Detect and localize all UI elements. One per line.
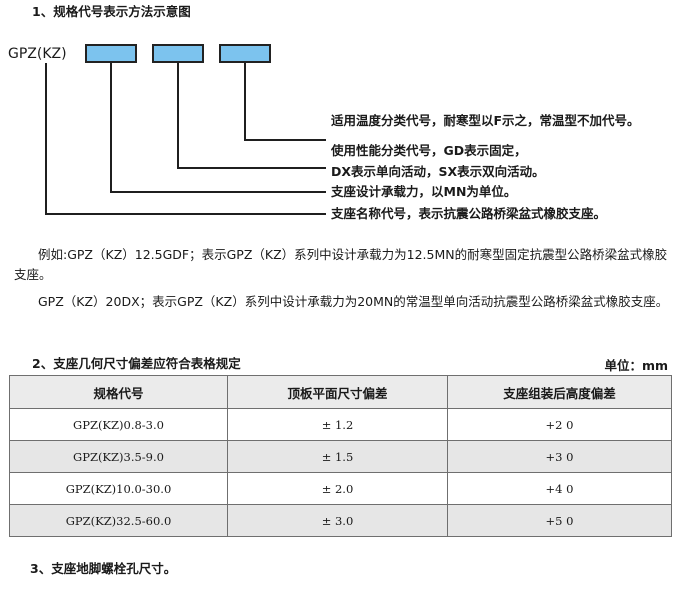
code-notation-diagram: GPZ(KZ) [0,18,680,228]
table-header-row: 规格代号 顶板平面尺寸偏差 支座组装后高度偏差 [9,375,672,409]
table-unit-label: 单位：mm [604,358,668,373]
annotation-performance-code: 使用性能分类代号，GD表示固定， [331,143,527,158]
example-paragraph-1: 例如:GPZ（KZ）12.5GDF；表示GPZ（KZ）系列中设计承载力为12.5… [14,247,668,282]
diagram-box-2 [152,44,204,63]
table-cell-height-tolerance: +2 0 [447,408,672,441]
table-column-header-plate-tolerance: 顶板平面尺寸偏差 [227,375,448,409]
page-title-section-2: 2、支座几何尺寸偏差应符合表格规定 [32,356,241,371]
table-row: GPZ(KZ)32.5-60.0 ± 3.0 +5 0 [9,504,672,537]
table-cell-spec: GPZ(KZ)32.5-60.0 [9,504,228,537]
page-title-section-3: 3、支座地脚螺栓孔尺寸。 [30,561,177,576]
table-cell-height-tolerance: +3 0 [447,440,672,473]
table-row: GPZ(KZ)3.5-9.0 ± 1.5 +3 0 [9,440,672,473]
annotation-design-load: 支座设计承载力，以MN为单位。 [331,184,517,199]
table-cell-plate-tolerance: ± 1.2 [227,408,448,441]
annotation-bearing-name-code: 支座名称代号，表示抗震公路桥梁盆式橡胶支座。 [331,206,607,221]
example-paragraph-2: GPZ（KZ）20DX；表示GPZ（KZ）系列中设计承载力为20MN的常温型单向… [38,294,669,309]
annotation-temperature-code: 适用温度分类代号，耐寒型以F示之，常温型不加代号。 [331,113,640,128]
diagram-box-3 [219,44,271,63]
table-cell-spec: GPZ(KZ)0.8-3.0 [9,408,228,441]
table-cell-plate-tolerance: ± 3.0 [227,504,448,537]
table-row: GPZ(KZ)0.8-3.0 ± 1.2 +2 0 [9,408,672,441]
table-cell-spec: GPZ(KZ)3.5-9.0 [9,440,228,473]
table-column-header-spec: 规格代号 [9,375,228,409]
page-title-section-1: 1、规格代号表示方法示意图 [32,4,191,19]
annotation-performance-code-line2: DX表示单向活动，SX表示双向活动。 [331,164,545,179]
diagram-box-1 [85,44,137,63]
leader-lines [45,63,326,215]
diagram-code-label: GPZ(KZ) [8,46,67,62]
table-cell-height-tolerance: +4 0 [447,472,672,505]
table-row: GPZ(KZ)10.0-30.0 ± 2.0 +4 0 [9,472,672,505]
table-cell-height-tolerance: +5 0 [447,504,672,537]
table-cell-plate-tolerance: ± 1.5 [227,440,448,473]
table-cell-plate-tolerance: ± 2.0 [227,472,448,505]
table-column-header-height-tolerance: 支座组装后高度偏差 [447,375,672,409]
tolerance-table: 规格代号 顶板平面尺寸偏差 支座组装后高度偏差 GPZ(KZ)0.8-3.0 ±… [9,375,672,537]
table-cell-spec: GPZ(KZ)10.0-30.0 [9,472,228,505]
